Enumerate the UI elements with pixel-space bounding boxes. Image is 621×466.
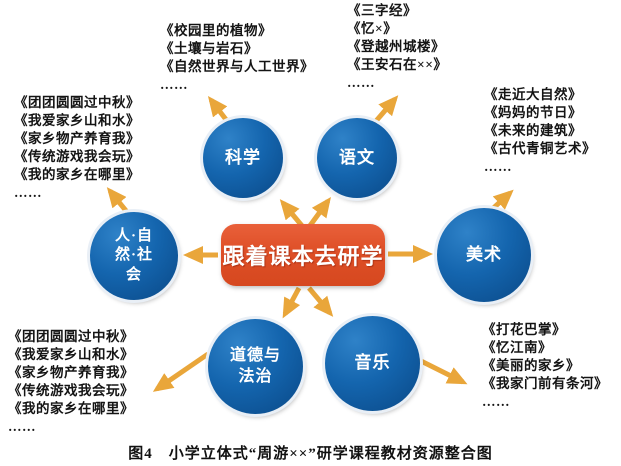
book-title: 《走近大自然》 bbox=[484, 87, 582, 102]
book-title: 《忆×》 bbox=[347, 21, 398, 36]
arrow-center-to-chinese bbox=[306, 196, 331, 229]
subject-label: 人·自 然·社 会 bbox=[114, 227, 153, 283]
arrow-nature-to-list bbox=[106, 187, 129, 214]
book-title: …… bbox=[484, 159, 512, 174]
book-title: 《团团圆圆过中秋》 bbox=[8, 329, 134, 344]
book-title: …… bbox=[482, 394, 510, 409]
book-title: 《美丽的家乡》 bbox=[482, 358, 580, 373]
book-title: 《我爱家乡山和水》 bbox=[8, 347, 134, 362]
book-list-music: 《打花巴掌》《忆江南》《美丽的家乡》《我家门前有条河》 …… bbox=[482, 321, 608, 411]
book-title: 《古代青铜艺术》 bbox=[484, 141, 596, 156]
center-node: 跟着课本去研学 bbox=[221, 224, 385, 286]
subject-label: 道德与 法治 bbox=[229, 346, 281, 385]
subject-label: 美术 bbox=[466, 244, 502, 264]
book-title: 《自然世界与人工世界》 bbox=[160, 59, 314, 74]
book-title: 《传统游戏我会玩》 bbox=[14, 149, 140, 164]
book-title: 《我的家乡在哪里》 bbox=[8, 401, 134, 416]
subject-node-art: 美术 bbox=[437, 208, 531, 302]
book-title: 《我爱家乡山和水》 bbox=[14, 113, 140, 128]
subject-node-nature-society: 人·自 然·社 会 bbox=[90, 212, 178, 300]
figure-caption: 图4 小学立体式“周游××”研学课程教材资源整合图 bbox=[128, 446, 493, 462]
book-title: 《忆江南》 bbox=[482, 340, 552, 355]
book-title: 《传统游戏我会玩》 bbox=[8, 383, 134, 398]
subject-node-morality-law: 道德与 法治 bbox=[208, 319, 303, 414]
subject-node-chinese: 语文 bbox=[317, 118, 397, 198]
book-title: 《家乡物产养育我》 bbox=[14, 131, 140, 146]
book-list-morality-law: 《团团圆圆过中秋》《我爱家乡山和水》《家乡物产养育我》《传统游戏我会玩》《我的家… bbox=[8, 328, 134, 436]
book-list-chinese: 《三字经》《忆×》《登越州城楼》《王安石在××》 …… bbox=[347, 2, 447, 92]
book-title: …… bbox=[347, 75, 375, 90]
book-title: 《王安石在××》 bbox=[347, 57, 448, 72]
arrow-center-to-music bbox=[307, 286, 334, 317]
book-title: 《家乡物产养育我》 bbox=[8, 365, 134, 380]
book-title: 《我家门前有条河》 bbox=[482, 376, 608, 391]
book-title: …… bbox=[160, 77, 188, 92]
center-node-label: 跟着课本去研学 bbox=[222, 244, 384, 269]
book-list-nature-society: 《团团圆圆过中秋》《我爱家乡山和水》《家乡物产养育我》《传统游戏我会玩》《我的家… bbox=[14, 94, 140, 202]
book-title: 《土壤与岩石》 bbox=[160, 41, 258, 56]
arrow-music-to-list bbox=[417, 357, 468, 385]
arrow-center-to-science bbox=[279, 199, 305, 229]
arrow-morality-to-list bbox=[152, 351, 210, 392]
book-list-art: 《走近大自然》《妈妈的节日》《未来的建筑》《古代青铜艺术》 …… bbox=[484, 86, 596, 176]
book-title: 《三字经》 bbox=[347, 3, 417, 18]
book-title: 《登越州城楼》 bbox=[347, 39, 445, 54]
book-list-science: 《校园里的植物》《土壤与岩石》《自然世界与人工世界》 …… bbox=[160, 22, 314, 94]
book-title: 《校园里的植物》 bbox=[160, 23, 272, 38]
book-title: 《我的家乡在哪里》 bbox=[14, 167, 140, 182]
book-title: …… bbox=[14, 185, 42, 200]
subject-node-music: 音乐 bbox=[325, 316, 420, 411]
subject-node-science: 科学 bbox=[203, 118, 283, 198]
subject-label: 音乐 bbox=[354, 353, 391, 373]
book-title: 《未来的建筑》 bbox=[484, 123, 582, 138]
arrow-center-to-morality bbox=[282, 286, 302, 319]
book-title: 《打花巴掌》 bbox=[482, 322, 566, 337]
book-title: 《团团圆圆过中秋》 bbox=[14, 95, 140, 110]
book-title: 《妈妈的节日》 bbox=[484, 105, 582, 120]
subject-label: 科学 bbox=[225, 147, 261, 167]
subject-label: 语文 bbox=[339, 147, 375, 167]
book-title: …… bbox=[8, 419, 36, 434]
